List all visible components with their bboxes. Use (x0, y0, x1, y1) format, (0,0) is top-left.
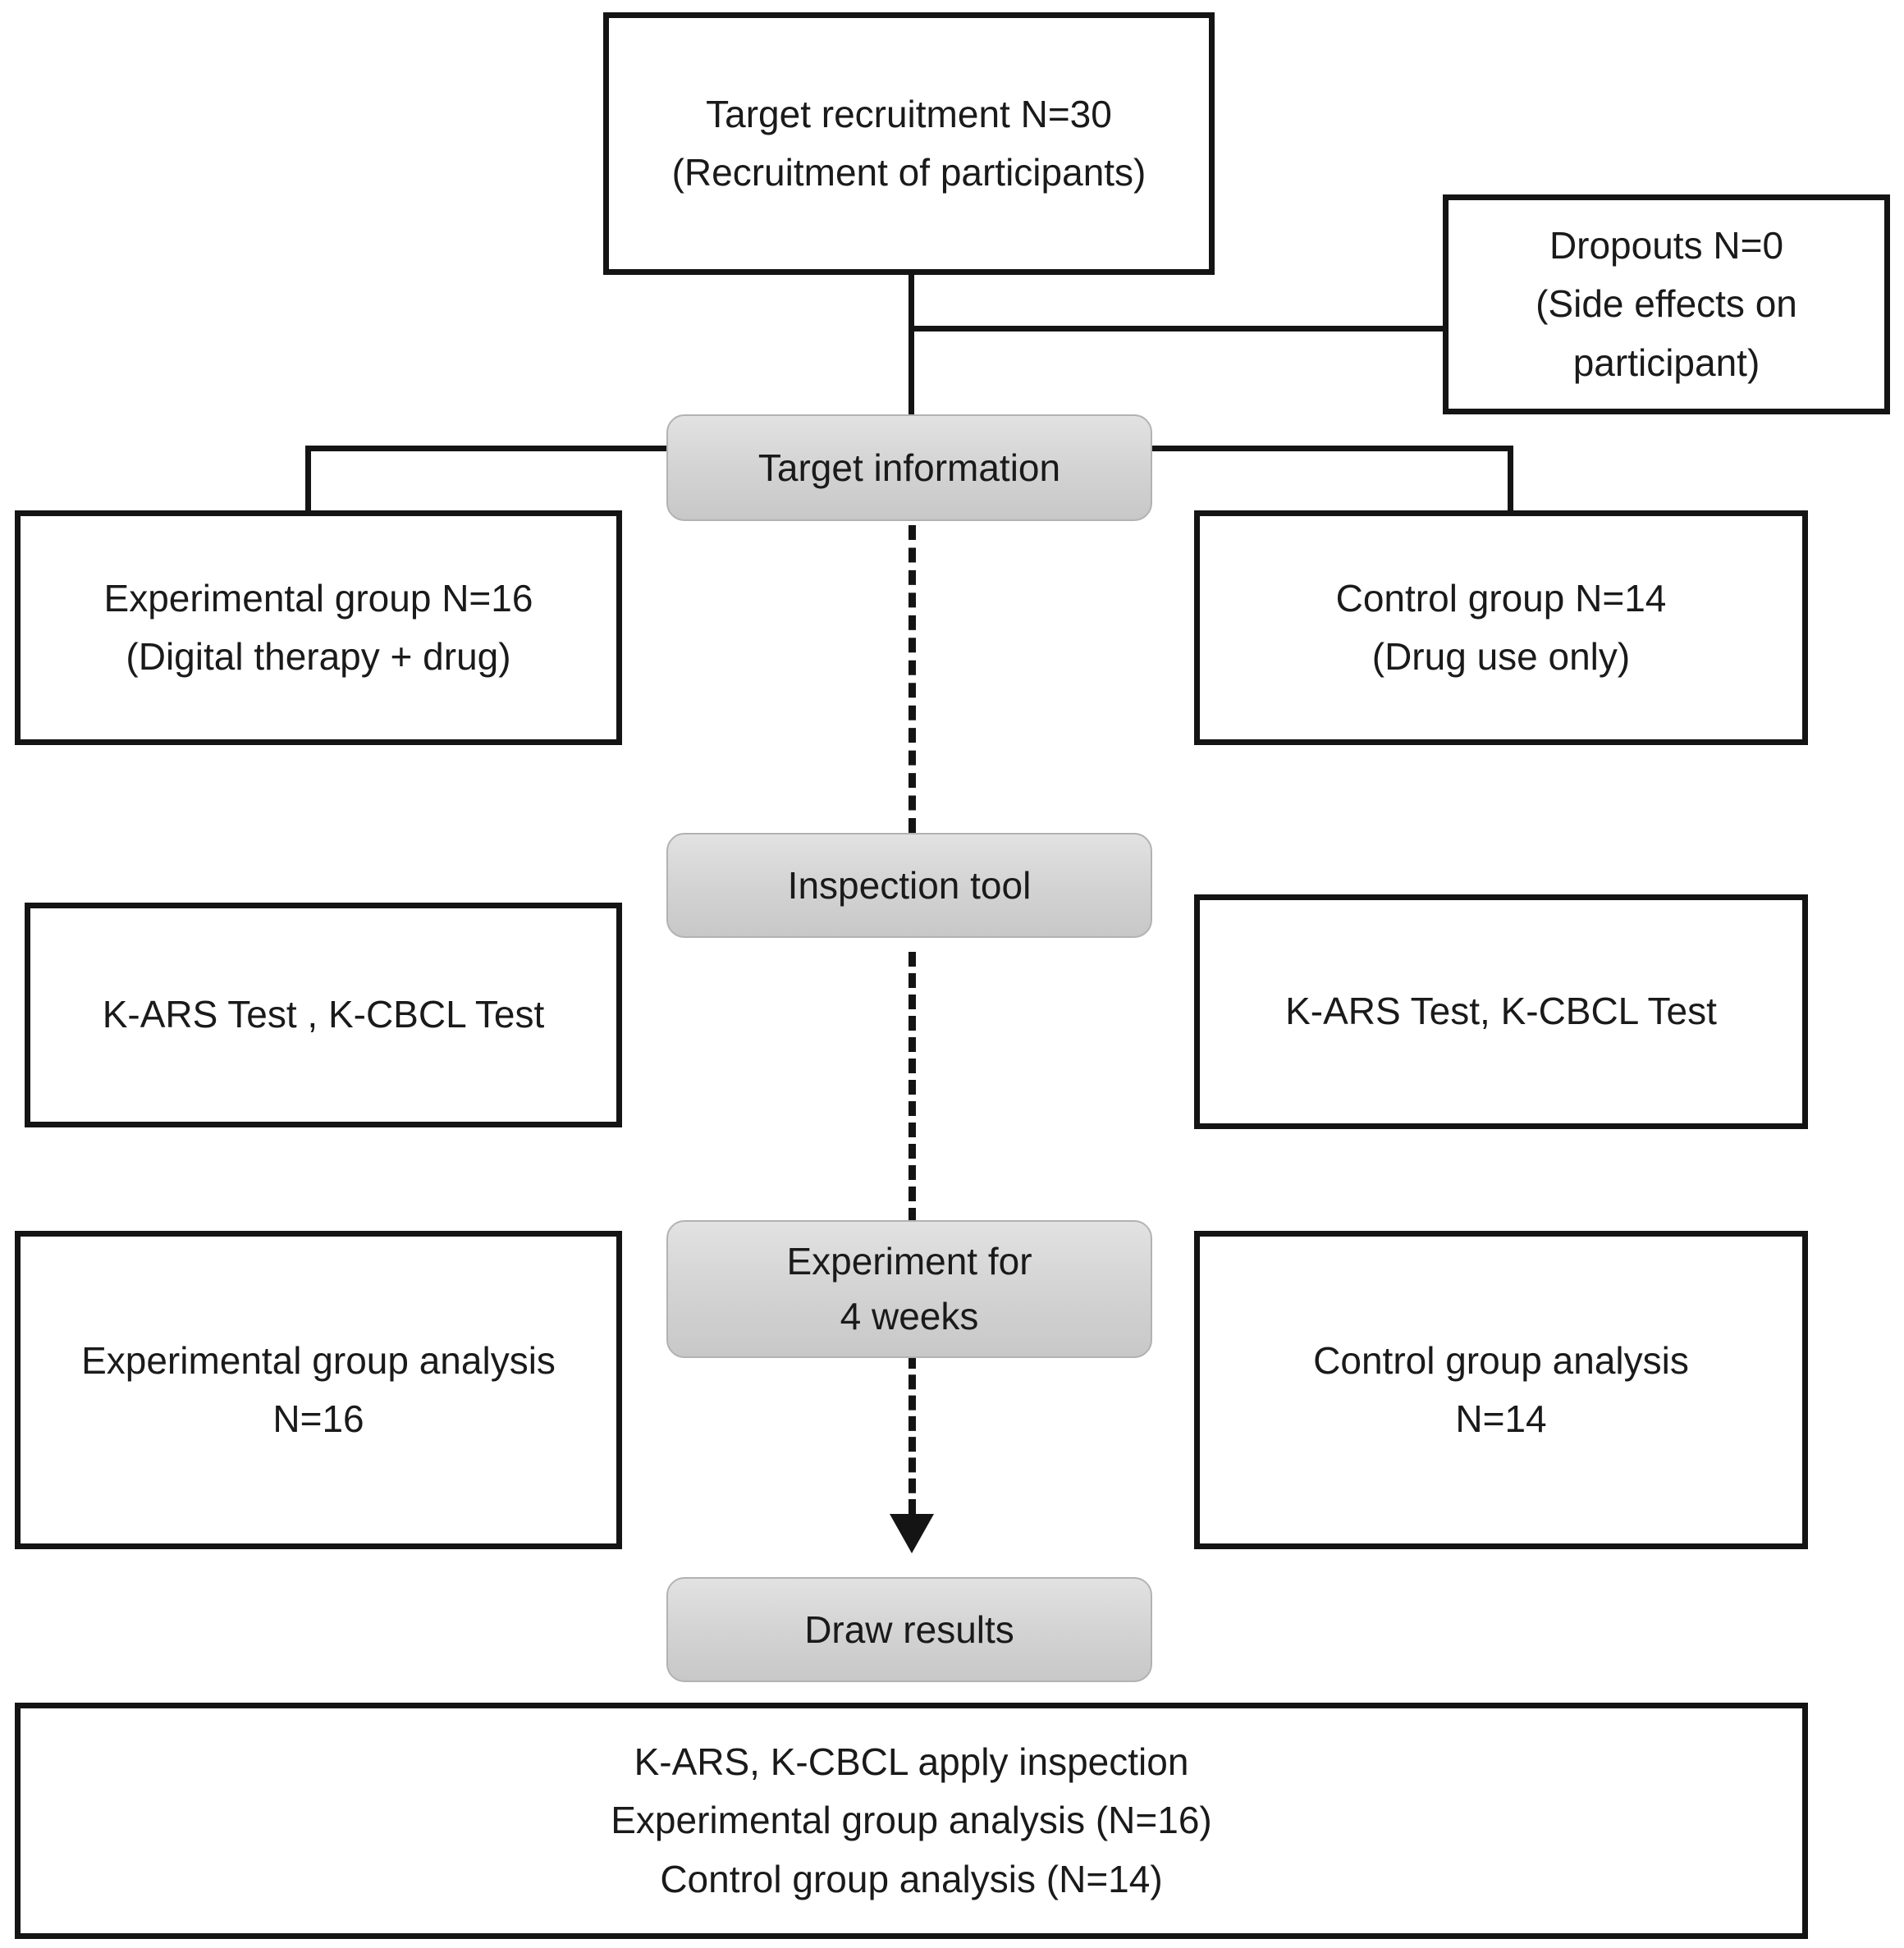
control-analysis-line-1: Control group analysis (1313, 1338, 1689, 1382)
recruitment-line-1: Target recruitment N=30 (706, 92, 1112, 135)
control-tests-line-1: K-ARS Test, K-CBCL Test (1285, 990, 1717, 1033)
stage-target-information-label: Target information (757, 446, 1061, 489)
stage-experiment-duration-line-1: Experiment for (786, 1240, 1032, 1283)
stage-inspection-tool-label: Inspection tool (787, 863, 1032, 907)
stage-experiment-duration-line-2: 4 weeks (840, 1295, 979, 1338)
arrowhead-icon (890, 1514, 934, 1553)
final-results-line-3: Control group analysis (N=14) (660, 1857, 1163, 1900)
experimental-tests-line-1: K-ARS Test , K-CBCL Test (102, 993, 545, 1036)
final-results-line-1: K-ARS, K-CBCL apply inspection (634, 1740, 1189, 1784)
control-group-line-2: (Drug use only) (1371, 635, 1631, 678)
control-analysis-line-2: N=14 (1455, 1397, 1547, 1440)
stage-draw-results-label: Draw results (804, 1607, 1014, 1651)
connector-target-left-branch (305, 446, 666, 451)
stage-experiment-duration: Experiment for 4 weeks (666, 1220, 1152, 1358)
node-final-results: K-ARS, K-CBCL apply inspection Experimen… (15, 1703, 1808, 1939)
recruitment-line-2: (Recruitment of participants) (671, 151, 1147, 194)
connector-dashed-inspection-to-experiment (909, 952, 916, 1223)
experimental-analysis-line-1: Experimental group analysis (81, 1338, 556, 1382)
node-control-group: Control group N=14 (Drug use only) (1194, 510, 1808, 745)
experimental-group-line-1: Experimental group N=16 (103, 576, 533, 620)
connector-to-dropouts (909, 326, 1444, 332)
node-experimental-tests: K-ARS Test , K-CBCL Test (25, 903, 622, 1127)
node-target-recruitment: Target recruitment N=30 (Recruitment of … (603, 12, 1215, 275)
control-group-line-1: Control group N=14 (1335, 576, 1667, 620)
connector-target-right-drop (1508, 446, 1513, 513)
connector-target-right-branch (1152, 446, 1513, 451)
stage-inspection-tool: Inspection tool (666, 833, 1152, 938)
connector-target-left-drop (305, 446, 311, 513)
node-experimental-group: Experimental group N=16 (Digital therapy… (15, 510, 622, 745)
node-dropouts: Dropouts N=0 (Side effects on participan… (1443, 194, 1890, 414)
connector-dashed-experiment-to-results (909, 1354, 916, 1514)
final-results-line-2: Experimental group analysis (N=16) (611, 1799, 1212, 1842)
node-experimental-analysis: Experimental group analysis N=16 (15, 1231, 622, 1549)
connector-dashed-target-to-inspection (909, 525, 916, 833)
dropouts-line-1: Dropouts N=0 (1549, 224, 1784, 268)
stage-draw-results: Draw results (666, 1577, 1152, 1682)
connector-recruitment-to-target (909, 326, 914, 416)
experimental-analysis-line-2: N=16 (272, 1397, 364, 1440)
stage-target-information: Target information (666, 414, 1152, 521)
connector-recruitment-stem (909, 275, 914, 328)
dropouts-line-2: (Side effects on (1536, 282, 1797, 326)
dropouts-line-3: participant) (1572, 341, 1760, 384)
node-control-analysis: Control group analysis N=14 (1194, 1231, 1808, 1549)
node-control-tests: K-ARS Test, K-CBCL Test (1194, 894, 1808, 1129)
experimental-group-line-2: (Digital therapy + drug) (126, 635, 511, 678)
